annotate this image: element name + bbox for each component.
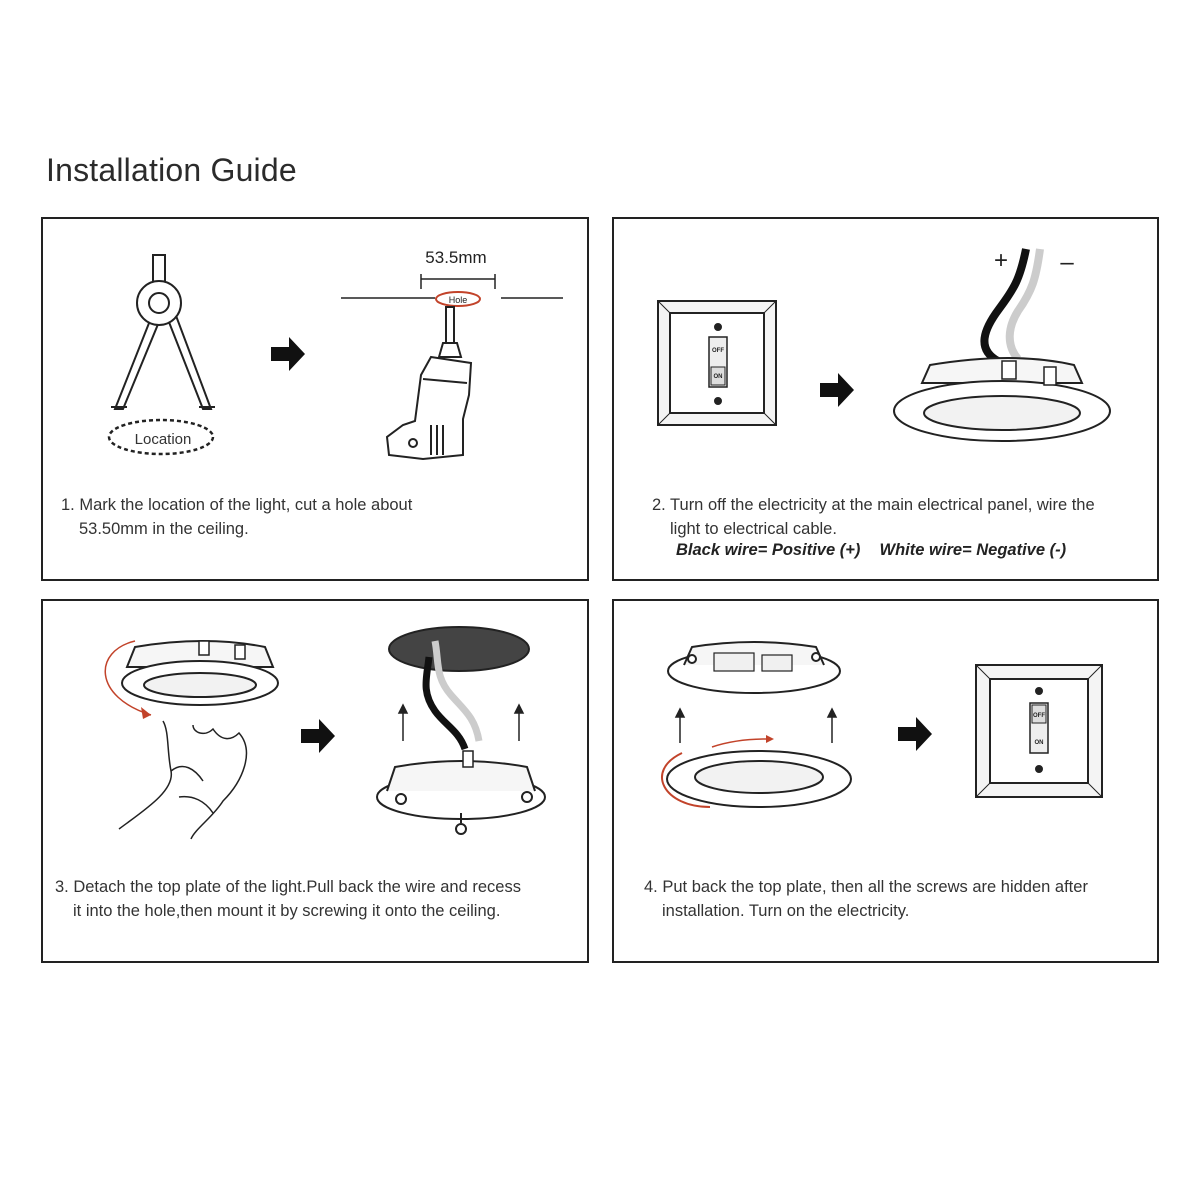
white-wire <box>431 640 483 742</box>
step-4-panel: OFF ON 4. Put back the top plate, then a… <box>612 599 1159 963</box>
switch-off-label: OFF <box>712 348 724 354</box>
rotate-arrow-top <box>711 738 767 748</box>
step-3-text-line1: 3. Detach the top plate of the light.Pul… <box>55 878 521 896</box>
arrow-right-icon <box>301 719 335 753</box>
step-1-panel: Location 53.5mm Hole 1. Mark the locatio… <box>41 217 589 581</box>
white-wire <box>1005 248 1044 362</box>
location-marker <box>107 418 215 456</box>
minus-label: – <box>1060 249 1074 276</box>
hand-icon <box>118 720 248 840</box>
step-3-panel: 3. Detach the top plate of the light.Pul… <box>41 599 589 963</box>
location-label: Location <box>135 431 192 448</box>
hole-label: Hole <box>449 295 468 305</box>
drill-icon <box>385 306 473 461</box>
step-3-illustration <box>104 626 546 840</box>
step-2-illustration: OFF ON + – <box>657 247 1111 442</box>
hole-marker <box>435 291 481 307</box>
arrow-right-icon <box>898 717 932 751</box>
light-switch-icon <box>975 664 1103 798</box>
rotate-arrowhead <box>141 707 151 719</box>
black-wire <box>422 656 469 751</box>
step-4-text-line2: installation. Turn on the electricity. <box>662 902 910 920</box>
mounting-plate-icon <box>667 641 841 694</box>
white-wire-note: White wire= Negative (-) <box>879 541 1067 559</box>
up-arrow-icons <box>674 707 838 743</box>
page-title: Installation Guide <box>46 152 297 188</box>
mounting-fixture-icon <box>376 750 546 835</box>
step-2-text-line1: 2. Turn off the electricity at the main … <box>652 496 1095 514</box>
switch-on-label: ON <box>714 374 723 380</box>
ceiling-line <box>341 274 563 299</box>
step-2-panel: OFF ON + – 2. Turn off the electricity a… <box>612 217 1159 581</box>
dimension-label: 53.5mm <box>425 248 486 267</box>
step-1-illustration: Location 53.5mm Hole <box>107 248 563 461</box>
up-arrow-icons <box>397 703 525 741</box>
compass-icon <box>111 254 215 410</box>
step-3-text-line2: it into the hole,then mount it by screwi… <box>73 902 501 920</box>
step-1-text-line2: 53.50mm in the ceiling. <box>79 520 249 538</box>
switch-on-label: ON <box>1035 740 1044 746</box>
black-wire <box>980 248 1030 365</box>
step-4-illustration: OFF ON <box>661 641 1103 808</box>
step-4-text-line1: 4. Put back the top plate, then all the … <box>644 878 1088 896</box>
arrow-right-icon <box>820 373 854 407</box>
arrow-right-icon <box>271 337 305 371</box>
step-1-text-line1: 1. Mark the location of the light, cut a… <box>61 496 413 514</box>
black-wire-note: Black wire= Positive (+) <box>676 541 861 559</box>
step-2-text-line2: light to electrical cable. <box>670 520 837 538</box>
trim-ring-icon <box>666 750 852 808</box>
rotate-arrow-icon <box>104 640 152 716</box>
rotate-arrow-icon <box>661 752 711 808</box>
ceiling-disc <box>388 626 530 672</box>
switch-off-label: OFF <box>1033 713 1045 719</box>
rotate-arrowhead <box>766 735 774 743</box>
plus-label: + <box>994 247 1008 274</box>
light-switch-icon <box>657 300 777 426</box>
led-light-icon <box>893 357 1111 442</box>
led-light-icon <box>121 640 279 706</box>
